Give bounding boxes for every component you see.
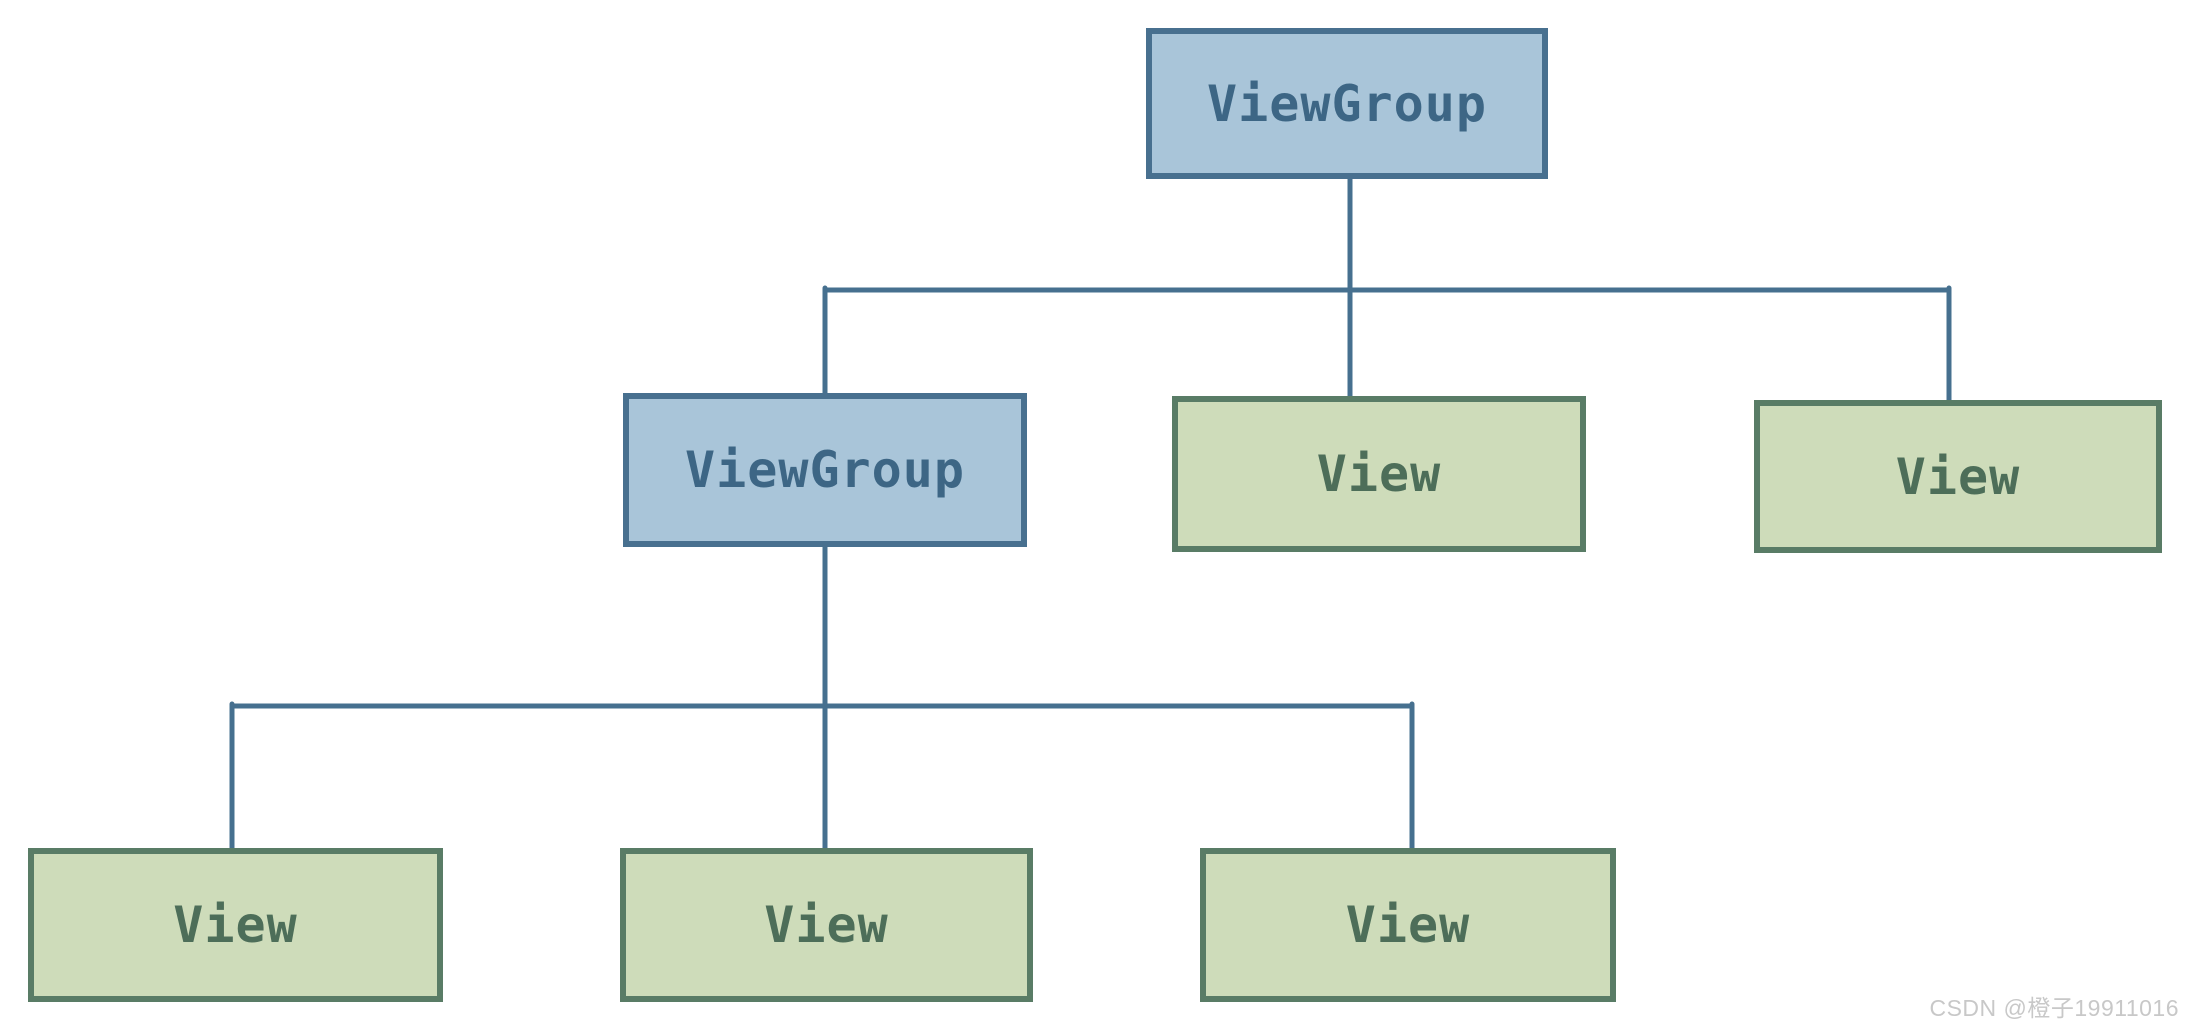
node-label: ViewGroup <box>1207 74 1487 133</box>
node-label: View <box>764 896 889 954</box>
node-grandchild-view-middle: View <box>620 848 1033 1002</box>
node-label: View <box>173 896 298 954</box>
node-child-viewgroup: ViewGroup <box>623 393 1027 547</box>
node-grandchild-view-left: View <box>28 848 443 1002</box>
node-child-view-right: View <box>1754 400 2162 553</box>
watermark: CSDN @橙子19911016 <box>1929 995 2179 1021</box>
node-grandchild-view-right: View <box>1200 848 1616 1002</box>
node-label: View <box>1345 896 1471 954</box>
node-label: View <box>1316 445 1442 503</box>
node-child-view-middle: View <box>1172 396 1586 552</box>
node-label: View <box>1895 447 2021 506</box>
node-root-viewgroup: ViewGroup <box>1146 28 1548 179</box>
node-label: ViewGroup <box>685 441 965 499</box>
